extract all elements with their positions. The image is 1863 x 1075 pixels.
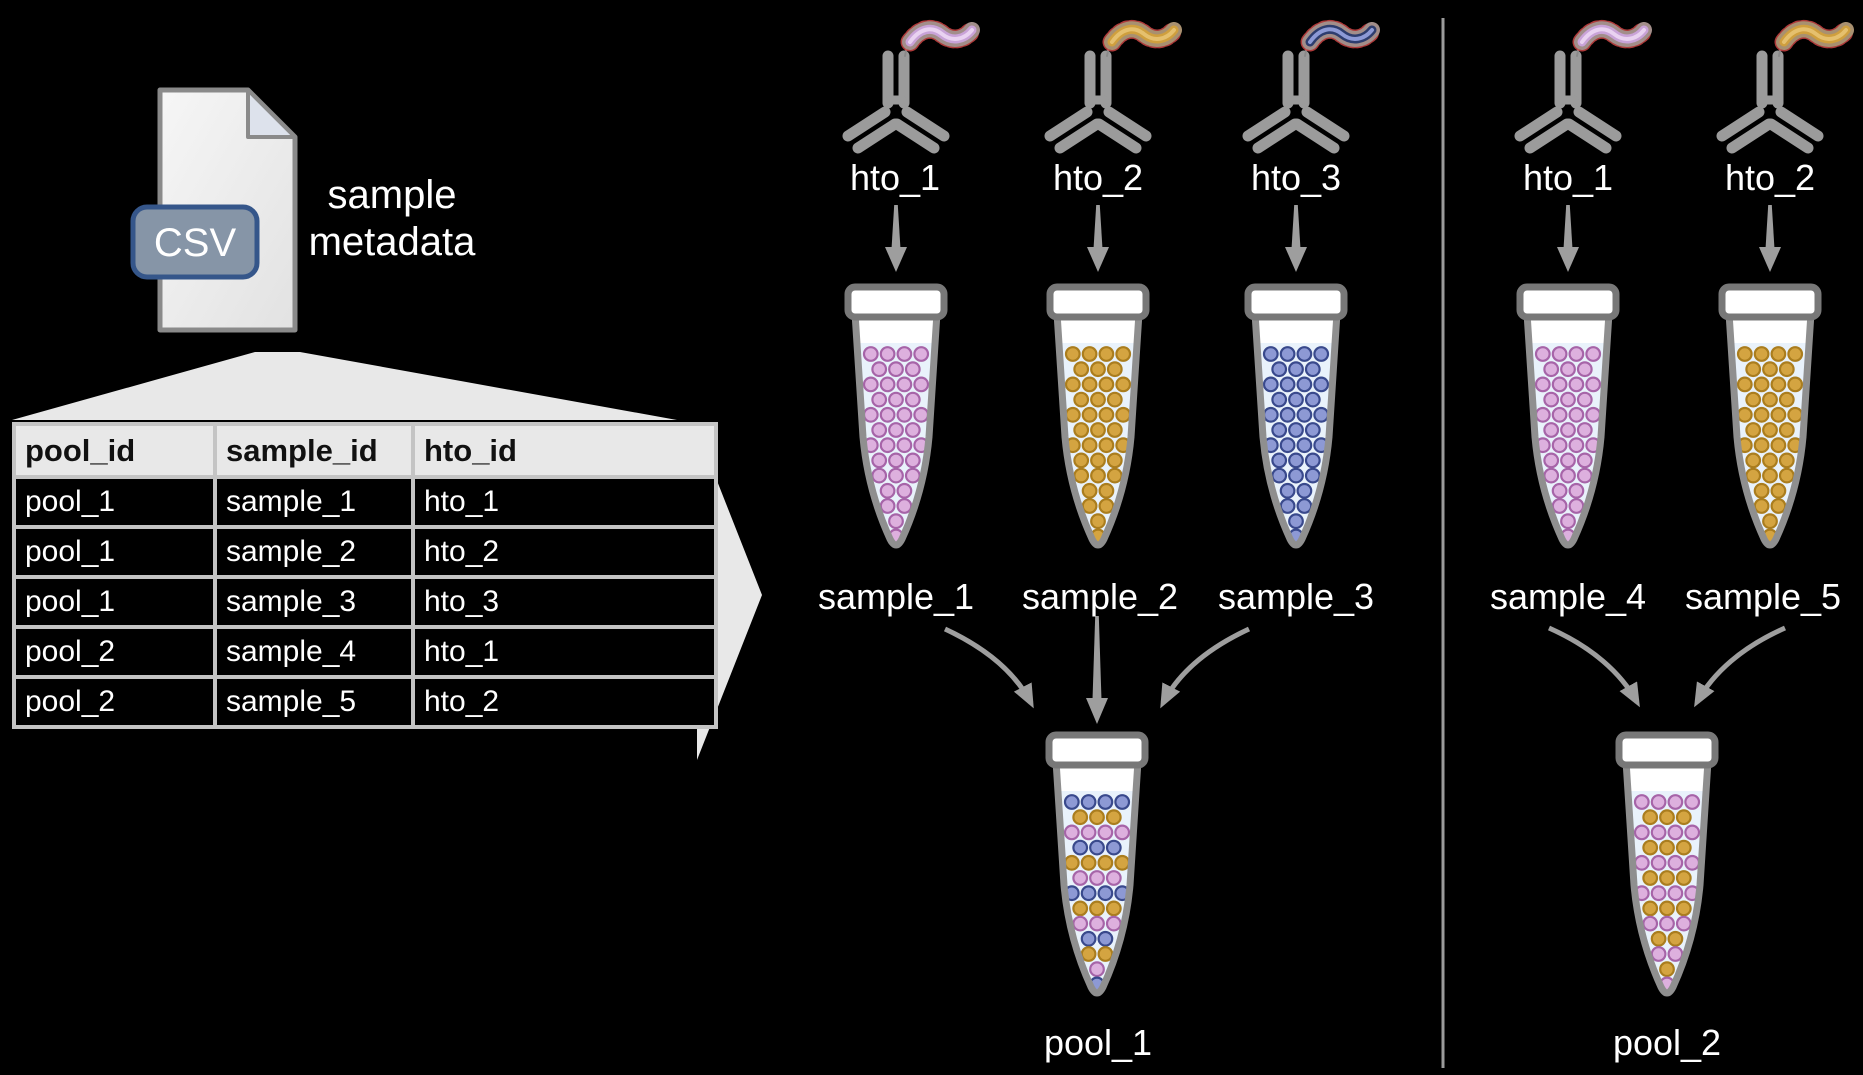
table-cell: sample_2 bbox=[213, 525, 415, 579]
hto-ribbon-icon bbox=[1300, 19, 1382, 52]
down-arrow-icon bbox=[1087, 205, 1109, 272]
hto-ribbon-icon bbox=[1572, 19, 1654, 52]
sample-label: sample_1 bbox=[817, 576, 975, 617]
csv-to-table-funnel bbox=[12, 352, 677, 420]
down-arrow-icon bbox=[1759, 205, 1781, 272]
table-header-sample-id: sample_id bbox=[213, 422, 415, 479]
hto-label: hto_2 bbox=[1724, 157, 1816, 198]
hto-label: hto_3 bbox=[1250, 157, 1342, 198]
csv-caption-line2: metadata bbox=[308, 220, 476, 264]
document-fold-corner bbox=[246, 88, 297, 139]
table-cell: pool_2 bbox=[12, 675, 217, 729]
table-row: pool_2 sample_4 hto_1 bbox=[12, 625, 718, 679]
table-cell: hto_2 bbox=[411, 525, 718, 579]
hto-label: hto_1 bbox=[849, 157, 941, 198]
table-cell: sample_5 bbox=[213, 675, 415, 729]
pool-group bbox=[1514, 19, 1856, 997]
table-header-row: pool_id sample_id hto_id bbox=[12, 422, 718, 479]
hto-ribbon-icon bbox=[1774, 19, 1856, 52]
sample-tube bbox=[1718, 283, 1822, 549]
csv-file-icon: CSV bbox=[130, 87, 298, 333]
sample-label: sample_5 bbox=[1684, 576, 1842, 617]
csv-caption-line1: sample bbox=[327, 173, 457, 217]
table-row: pool_2 sample_5 hto_2 bbox=[12, 675, 718, 729]
hto-ribbon-icon bbox=[900, 19, 982, 52]
table-header-pool-id: pool_id bbox=[12, 422, 217, 479]
merge-arrow bbox=[1160, 626, 1251, 709]
sample-label: sample_3 bbox=[1217, 576, 1375, 617]
cell-dots bbox=[1056, 791, 1138, 993]
sample-tube bbox=[1244, 283, 1348, 549]
hto-label: hto_1 bbox=[1522, 157, 1614, 198]
sample-metadata-table: pool_id sample_id hto_id pool_1 sample_1… bbox=[12, 422, 718, 729]
pool-group bbox=[842, 19, 1382, 997]
table-cell: hto_1 bbox=[411, 625, 718, 679]
table-row: pool_1 sample_3 hto_3 bbox=[12, 575, 718, 629]
table-cell: pool_1 bbox=[12, 475, 217, 529]
merge-arrow bbox=[943, 626, 1034, 709]
merge-arrow bbox=[1547, 625, 1640, 708]
sample-label: sample_2 bbox=[1021, 576, 1179, 617]
table-cell: sample_3 bbox=[213, 575, 415, 629]
table-cell: hto_3 bbox=[411, 575, 718, 629]
merge-arrow bbox=[1694, 625, 1787, 708]
down-arrow-icon bbox=[1086, 616, 1108, 724]
sample-label: sample_4 bbox=[1489, 576, 1647, 617]
table-cell: pool_1 bbox=[12, 525, 217, 579]
table-cell: sample_1 bbox=[213, 475, 415, 529]
down-arrow-icon bbox=[885, 205, 907, 272]
sample-tube bbox=[844, 283, 948, 549]
sample-tube bbox=[1516, 283, 1620, 549]
pool-tube bbox=[1615, 731, 1719, 997]
table-cell: hto_1 bbox=[411, 475, 718, 529]
hto-label: hto_2 bbox=[1052, 157, 1144, 198]
down-arrow-icon bbox=[1285, 205, 1307, 272]
csv-badge bbox=[130, 204, 260, 280]
table-cell: pool_1 bbox=[12, 575, 217, 629]
csv-caption: sample metadata bbox=[292, 172, 492, 266]
antibody-icon bbox=[1242, 19, 1382, 154]
pool-label: pool_2 bbox=[1612, 1022, 1722, 1063]
antibody-icon bbox=[1716, 19, 1856, 154]
hto-ribbon-icon bbox=[1102, 19, 1184, 52]
csv-badge-label: CSV bbox=[154, 221, 237, 265]
table-cell: pool_2 bbox=[12, 625, 217, 679]
sample-tube bbox=[1046, 283, 1150, 549]
table-row: pool_1 sample_1 hto_1 bbox=[12, 475, 718, 529]
antibody-icon bbox=[1044, 19, 1184, 154]
pool-label: pool_1 bbox=[1043, 1022, 1153, 1063]
table-row: pool_1 sample_2 hto_2 bbox=[12, 525, 718, 579]
pool-tube bbox=[1045, 731, 1149, 997]
antibody-icon bbox=[1514, 19, 1654, 154]
table-header-hto-id: hto_id bbox=[411, 422, 718, 479]
table-cell: hto_2 bbox=[411, 675, 718, 729]
table-cell: sample_4 bbox=[213, 625, 415, 679]
antibody-icon bbox=[842, 19, 982, 154]
down-arrow-icon bbox=[1557, 205, 1579, 272]
pooling-diagram bbox=[842, 19, 1856, 997]
